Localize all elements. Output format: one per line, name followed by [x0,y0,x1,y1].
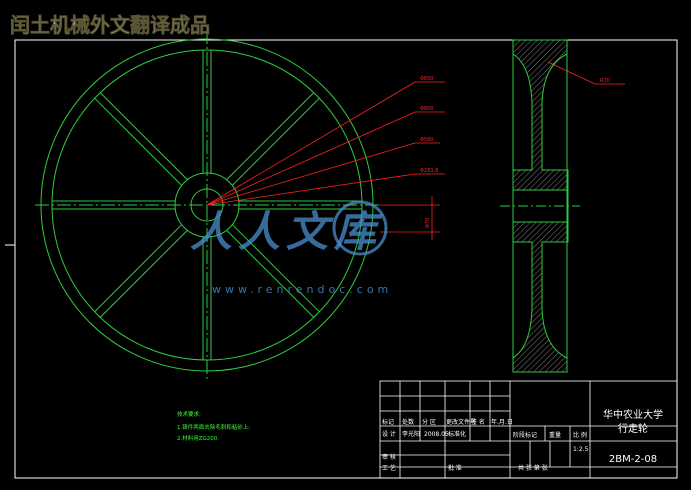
tb-weight-label: 重量 [549,431,561,439]
leader-d4 [206,173,416,206]
tb-approve-label: 批 准 [448,464,462,472]
wheel-section-view [500,39,580,373]
watermark-logo-icon [332,200,388,256]
notes-line-2: 2.材料用ZG200. [177,434,219,442]
notes-heading: 技术要求: [177,410,201,418]
tb-std-label: 标准化 [448,430,466,438]
dim-vertical: Φ70 [425,218,431,228]
spoke-edge [99,230,188,318]
spoke-edge [232,224,320,313]
spoke-edge [232,97,320,186]
tb-school: 华中农业大学 [603,408,663,421]
tb-date-label: 年.月.日 [491,418,513,426]
leader-side [547,61,596,85]
dim-d1: Φ850 [420,76,433,82]
tb-zone-label: 分 区 [422,418,436,426]
watermark-url-text: www.renrendoc.com [212,283,392,296]
title-block [379,380,678,479]
dimension-leaders [206,61,625,240]
watermark-top-text: 闰土机械外文翻译成品 [10,13,210,37]
tb-designer: 李光阳 [402,430,420,438]
tb-mark-label: 标记 [382,418,394,426]
section-lower-half [512,221,569,373]
dim-d4: Φ283.8 [420,168,438,174]
watermark-center-text: 人人文库 [190,207,383,256]
wheel-spokes [52,50,362,360]
drawing-border [14,39,678,479]
tb-process-label: 工 艺 [382,464,396,472]
tb-sign-label: 签 名 [471,418,485,426]
title-block-frame [379,380,678,479]
tb-docno-label: 更改文件号 [446,418,476,426]
leader-d1 [206,81,416,206]
tb-review-label: 审 核 [382,453,396,461]
spoke-edge [94,224,182,313]
leader-d2 [206,111,416,206]
tb-sheets-label: 共 张 第 张 [518,464,548,472]
tb-count-label: 处数 [402,418,414,426]
tb-drawing-no: 2BM-2-08 [609,454,657,465]
spoke-edge [226,92,315,180]
tb-scale-label: 比 例 [573,431,587,439]
tb-design-date: 2008.05 [424,431,449,438]
tb-design-label: 设 计 [382,430,396,438]
spoke-edge [226,230,315,318]
leader-d3 [206,142,416,206]
spoke-edge [94,97,182,186]
tb-scale-value: 1:2.5 [573,446,589,453]
watermark-logo: 人人文库 www.renrendoc.com [190,200,392,296]
tb-part-name: 行走轮 [618,422,648,435]
dim-d3: Φ560 [420,137,433,143]
spoke-edge [99,92,188,180]
dim-d2: Φ800 [420,106,433,112]
section-upper-half [512,39,569,191]
dim-side: R20 [600,78,610,84]
tb-stage-label: 阶段标记 [513,431,537,439]
notes-line-1: 1.铸件两面去除毛刺和粘砂上; [177,423,250,431]
